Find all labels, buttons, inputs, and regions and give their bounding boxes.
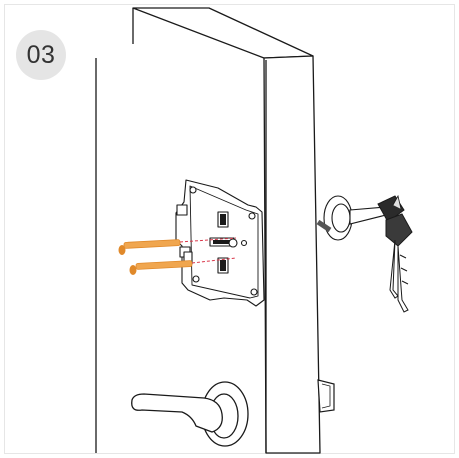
screw-icon (118, 239, 181, 255)
mounting-plate-icon (175, 179, 265, 307)
key-icon (377, 194, 413, 313)
screw-icon (129, 260, 193, 275)
alignment-guide-line (179, 237, 237, 243)
step-number: 03 (26, 40, 56, 69)
door-icon (95, 7, 321, 454)
illustration-frame (4, 4, 455, 454)
lever-handle-icon (131, 381, 249, 447)
lock-cylinder-icon (316, 195, 387, 241)
alignment-guide-line (191, 257, 237, 264)
step-badge: 03 (16, 30, 66, 80)
